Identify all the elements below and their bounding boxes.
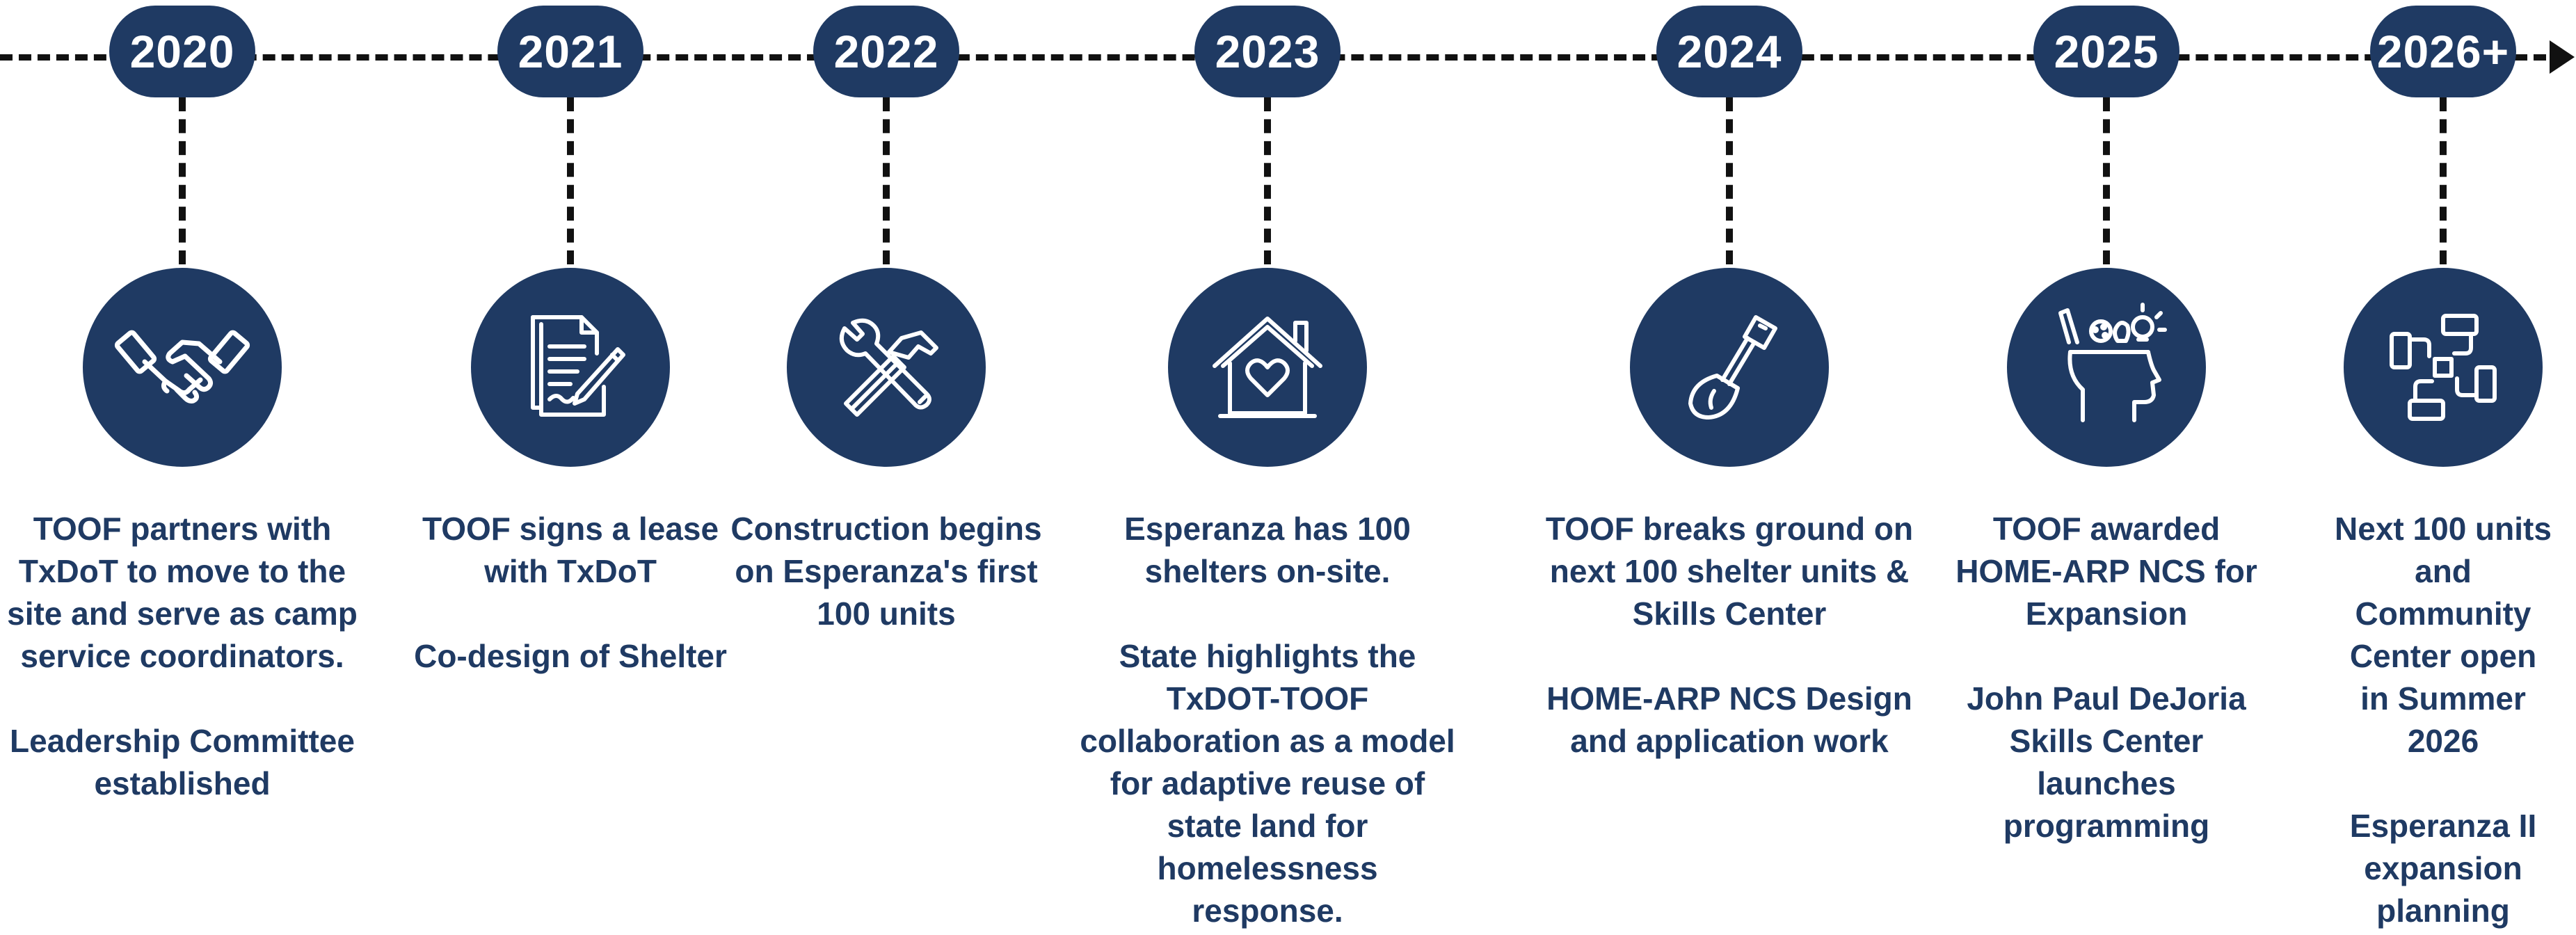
connector-line [567, 97, 574, 264]
icon-badge [471, 268, 670, 467]
milestone-description: Next 100 units and Community Center open… [2332, 508, 2554, 932]
milestone-description: TOOF signs a lease with TxDoT Co-design … [410, 508, 730, 678]
tools-icon [839, 318, 938, 417]
year-label: 2020 [109, 6, 255, 97]
shovel-icon [1688, 315, 1777, 419]
description-line: TOOF partners with TxDoT to move to the … [7, 511, 358, 674]
connector-line [2103, 97, 2110, 264]
house-heart-icon [1213, 317, 1322, 418]
description-line: State highlights the TxDOT-TOOF collabor… [1080, 638, 1455, 929]
year-label: 2021 [497, 6, 643, 97]
icon-badge [83, 268, 282, 467]
milestone-description: Construction begins on Esperanza's first… [726, 508, 1046, 635]
description-line: John Paul DeJoria Skills Center launches… [1967, 680, 2246, 844]
year-label: 2026+ [2370, 6, 2516, 97]
icon-badge [1168, 268, 1367, 467]
document-signing-icon [531, 315, 625, 417]
description-line: TOOF awarded HOME-ARP NCS for Expansion [1955, 511, 2257, 632]
description-line: Construction begins on Esperanza's first… [730, 511, 1042, 632]
connector-line [179, 97, 186, 264]
icon-badge [2007, 268, 2206, 467]
description-line: TOOF breaks ground on next 100 shelter u… [1545, 511, 1914, 632]
year-label: 2023 [1194, 6, 1341, 97]
head-ideas-icon [2058, 303, 2167, 422]
icon-badge [787, 268, 986, 467]
milestone-description: TOOF breaks ground on next 100 shelter u… [1542, 508, 1917, 762]
connector-line [1726, 97, 1733, 264]
milestone-description: TOOF partners with TxDoT to move to the … [0, 508, 370, 805]
description-line: Next 100 units and Community Center open… [2335, 511, 2552, 759]
timeline-arrowhead [2550, 40, 2575, 74]
year-label: 2025 [2033, 6, 2179, 97]
description-line: TOOF signs a lease with TxDoT [422, 511, 719, 589]
icon-badge [1630, 268, 1829, 467]
community-hands-icon [2390, 314, 2497, 421]
connector-line [883, 97, 890, 264]
connector-line [2440, 97, 2447, 264]
handshake-icon [114, 330, 250, 403]
description-line: HOME-ARP NCS Design and application work [1546, 680, 1912, 759]
year-label: 2024 [1656, 6, 1802, 97]
milestone-description: TOOF awarded HOME-ARP NCS for Expansion … [1946, 508, 2266, 847]
connector-line [1264, 97, 1271, 264]
description-line: Leadership Committee established [10, 723, 355, 801]
milestone-description: Esperanza has 100 shelters on-site. Stat… [1080, 508, 1455, 932]
description-line: Co-design of Shelter [414, 638, 727, 674]
description-line: Esperanza has 100 shelters on-site. [1124, 511, 1411, 589]
year-label: 2022 [813, 6, 959, 97]
icon-badge [2344, 268, 2543, 467]
description-line: Esperanza II expansion planning [2349, 808, 2537, 929]
